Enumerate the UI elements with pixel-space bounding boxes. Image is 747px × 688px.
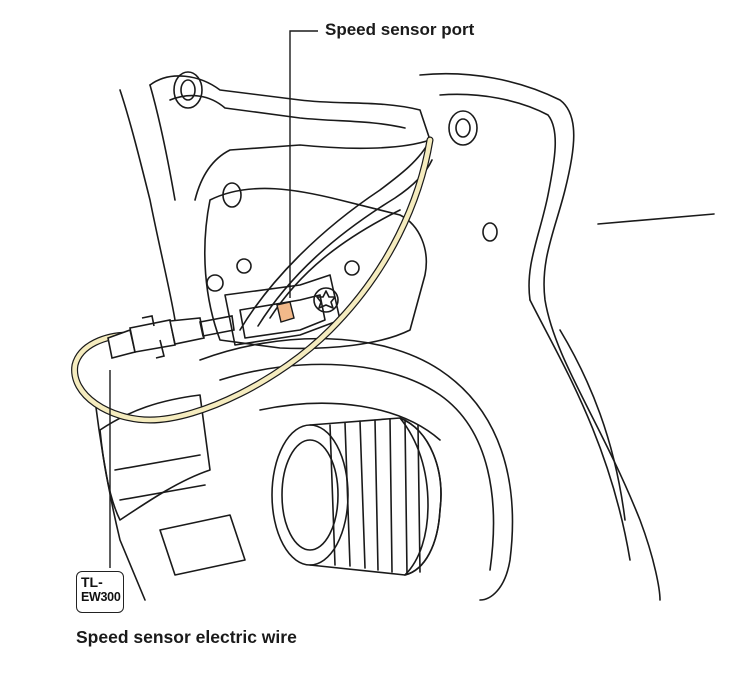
- bolt-hole-right: [482, 222, 498, 242]
- upper-bracket-inner: [169, 94, 406, 129]
- torx-screw-star: [316, 290, 336, 309]
- frame-lower-curve: [529, 299, 631, 561]
- spindle-face-inner: [281, 439, 339, 551]
- wire-connector: [107, 315, 235, 359]
- screw-left: [206, 274, 224, 292]
- screw-right: [344, 260, 360, 276]
- tool-badge: TL- EW300: [76, 571, 124, 613]
- frame-outline-right: [419, 72, 661, 601]
- tool-badge-line2: EW300: [81, 590, 121, 604]
- cable-bundle-outer: [239, 139, 431, 331]
- port-leader-line: [289, 30, 318, 298]
- torx-screw: [313, 287, 339, 313]
- lower-left-edge: [94, 399, 146, 601]
- bolt-hole-left: [222, 182, 242, 208]
- mount-hole-top-right-inner: [455, 118, 471, 138]
- speed-sensor-port: [276, 301, 295, 323]
- speed-sensor-wire-label: Speed sensor electric wire: [76, 627, 297, 647]
- frame-outline-right-inner: [439, 93, 556, 301]
- spindle-end: [399, 417, 442, 576]
- sensor-block-face: [239, 294, 326, 339]
- mount-hole-top-left: [173, 71, 203, 109]
- tool-badge-line1: TL-: [81, 574, 103, 590]
- speed-sensor-port-label: Speed sensor port: [325, 20, 475, 39]
- screw-top: [236, 258, 252, 274]
- center-housing: [204, 187, 427, 350]
- upper-bracket: [149, 75, 431, 201]
- frame-edge-line: [597, 213, 715, 225]
- mount-hole-top-left-inner: [180, 79, 196, 101]
- left-arm: [119, 89, 176, 321]
- lower-housing-arc-1: [199, 337, 514, 601]
- lower-housing-arc-3: [259, 402, 441, 441]
- frame-right-arc: [559, 329, 626, 521]
- lower-left-detail: [114, 454, 246, 576]
- speed-sensor-wire: [71, 136, 434, 424]
- spindle-face: [271, 424, 349, 566]
- cable-bundle-mid: [269, 209, 401, 319]
- spindle-splines: [329, 418, 421, 575]
- left-arm-inner: [149, 84, 176, 201]
- mount-hole-top-right: [448, 110, 478, 146]
- lower-housing-arc-2: [219, 363, 495, 571]
